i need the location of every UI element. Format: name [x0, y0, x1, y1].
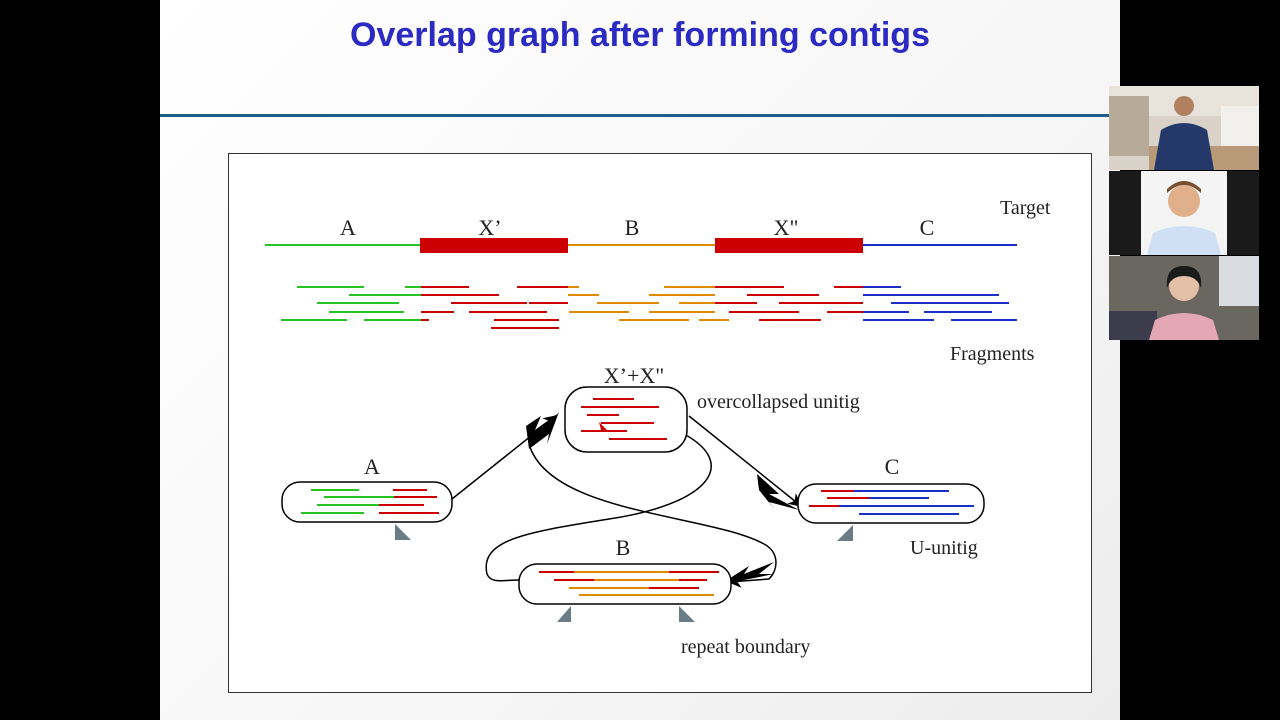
node-label-xx: X’+X" [604, 363, 665, 388]
slide-title: Overlap graph after forming contigs [350, 16, 930, 54]
target-genome [265, 238, 1017, 253]
repeat-boundary-label: repeat boundary [681, 636, 810, 658]
segment-label-c: C [920, 215, 935, 240]
node-label-c: C [885, 454, 900, 479]
arrow-lightning-glyphs [526, 412, 799, 582]
person-icon [1147, 181, 1221, 255]
node-c-unitig [797, 483, 985, 541]
node-b-unitig [518, 563, 732, 622]
graph-edges [451, 415, 803, 588]
node-xx-unitig [564, 386, 688, 453]
person-icon [1154, 96, 1214, 170]
fragment-reads [281, 286, 1017, 329]
edge-b-to-xx [485, 433, 712, 582]
title-divider [160, 114, 1120, 117]
video-participant-1[interactable] [1109, 86, 1259, 170]
target-segment-x-double-prime [715, 238, 863, 253]
overcollapsed-label: overcollapsed unitig [697, 391, 860, 413]
slide: Overlap graph after forming contigs Targ… [160, 0, 1120, 720]
segment-label-a: A [340, 215, 356, 240]
edge-xx-to-b [528, 443, 777, 588]
target-segment-x-prime [420, 238, 568, 253]
person-icon [1149, 266, 1219, 340]
edge-xx-to-c [688, 415, 803, 507]
node-label-b: B [616, 535, 631, 560]
target-label: Target [1000, 197, 1051, 219]
segment-label-x-double-prime: X" [774, 215, 799, 240]
segment-label-b: B [625, 215, 640, 240]
fragments-label: Fragments [950, 343, 1035, 365]
u-unitig-label: U-unitig [910, 537, 978, 559]
video-participant-3[interactable] [1109, 256, 1259, 340]
node-a-unitig [281, 481, 453, 540]
segment-label-x-prime: X’ [478, 215, 501, 240]
node-label-a: A [364, 454, 380, 479]
overlap-graph-svg: Target A X’ B X" C [265, 197, 1051, 658]
video-participant-2[interactable] [1109, 171, 1259, 255]
overlap-graph-figure: Target A X’ B X" C [228, 153, 1092, 693]
